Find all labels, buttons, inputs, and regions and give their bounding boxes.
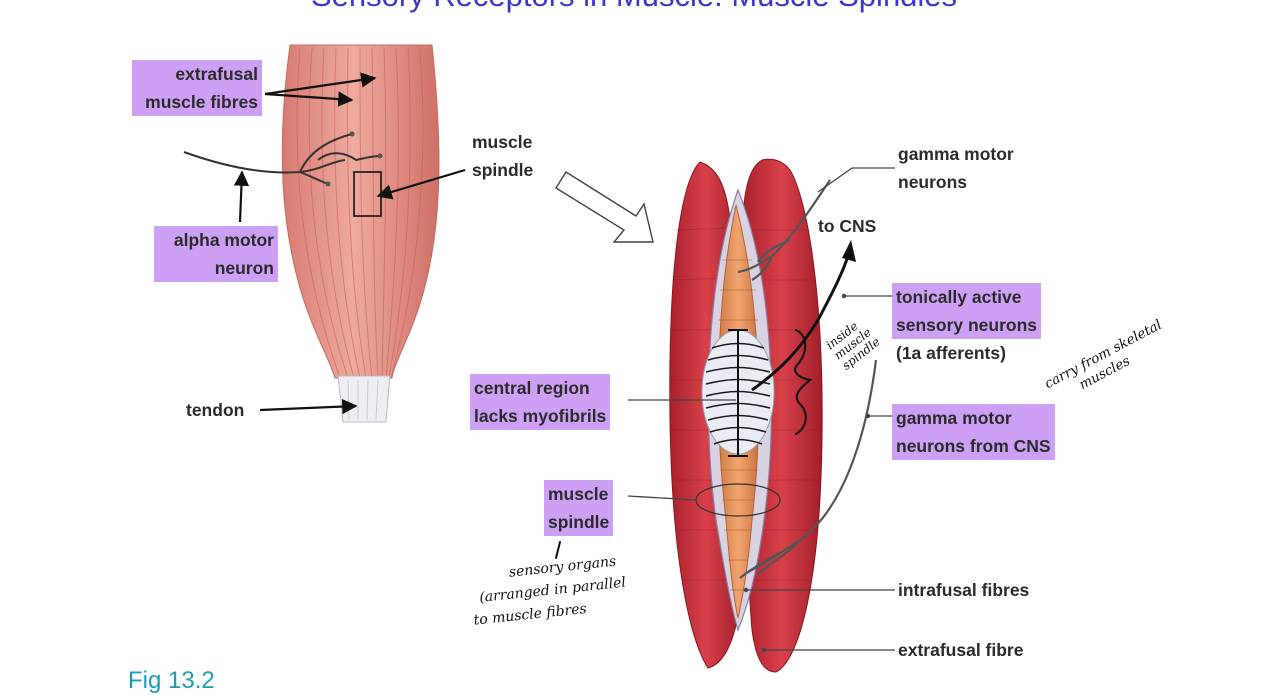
label-line: neurons from CNS — [892, 432, 1055, 460]
label-to-cns: to CNS — [818, 212, 876, 240]
label-line: to CNS — [818, 216, 877, 236]
label-line: neurons — [898, 172, 968, 192]
label-line: lacks myofibrils — [470, 402, 611, 430]
label-line: alpha motor — [154, 226, 278, 254]
muscle-spindle-arrow — [376, 168, 466, 200]
label-line: intrafusal fibres — [898, 580, 1030, 600]
label-line: gamma motor — [898, 144, 1014, 164]
label-alpha-motor-neuron: alpha motor neuron — [154, 226, 278, 282]
label-extrafusal-fibre: extrafusal fibre — [898, 636, 1023, 664]
label-central-region: central region lacks myofibrils — [470, 374, 611, 430]
zoom-arrow — [555, 171, 654, 243]
label-line: (1a afferents) — [896, 343, 1006, 363]
label-muscle-spindle-top: muscle spindle — [472, 128, 533, 184]
figure-caption: Fig 13.2 — [128, 667, 215, 694]
label-extrafusal-muscle-fibres: extrafusal muscle fibres — [132, 60, 262, 116]
label-line: sensory neurons — [892, 311, 1042, 339]
label-gamma-motor-neurons: gamma motor neurons — [898, 140, 1014, 196]
label-tendon: tendon — [186, 396, 244, 424]
label-muscle-spindle-bottom: muscle spindle — [544, 480, 614, 536]
label-line: tonically active — [892, 283, 1042, 311]
pen-tick — [555, 541, 561, 559]
label-line: spindle — [472, 160, 534, 180]
label-tonically-active: tonically active sensory neurons (1a aff… — [892, 283, 1042, 367]
tendon-arrow — [259, 398, 358, 415]
page-title: Sensory Receptors in Muscle: Muscle Spin… — [0, 0, 1268, 14]
label-line: muscle — [544, 480, 614, 508]
label-line: neuron — [154, 254, 278, 282]
whole-muscle — [183, 44, 440, 423]
label-line: spindle — [544, 508, 614, 536]
label-line: extrafusal fibre — [898, 640, 1024, 660]
label-line: gamma motor — [892, 404, 1055, 432]
alpha-motor-arrow — [233, 170, 250, 223]
label-line: muscle fibres — [132, 88, 262, 116]
extrafusal-arrow-1 — [264, 72, 377, 96]
label-line: extrafusal — [132, 60, 262, 88]
label-line: muscle — [472, 132, 533, 152]
curly-brace — [794, 329, 813, 435]
extrafusal-arrow-2 — [264, 91, 354, 107]
label-intrafusal-fibres: intrafusal fibres — [898, 576, 1029, 604]
spindle-detail — [669, 158, 878, 673]
label-line: tendon — [186, 400, 245, 420]
label-line: central region — [470, 374, 611, 402]
label-gamma-motor-from-cns: gamma motor neurons from CNS — [892, 404, 1055, 460]
